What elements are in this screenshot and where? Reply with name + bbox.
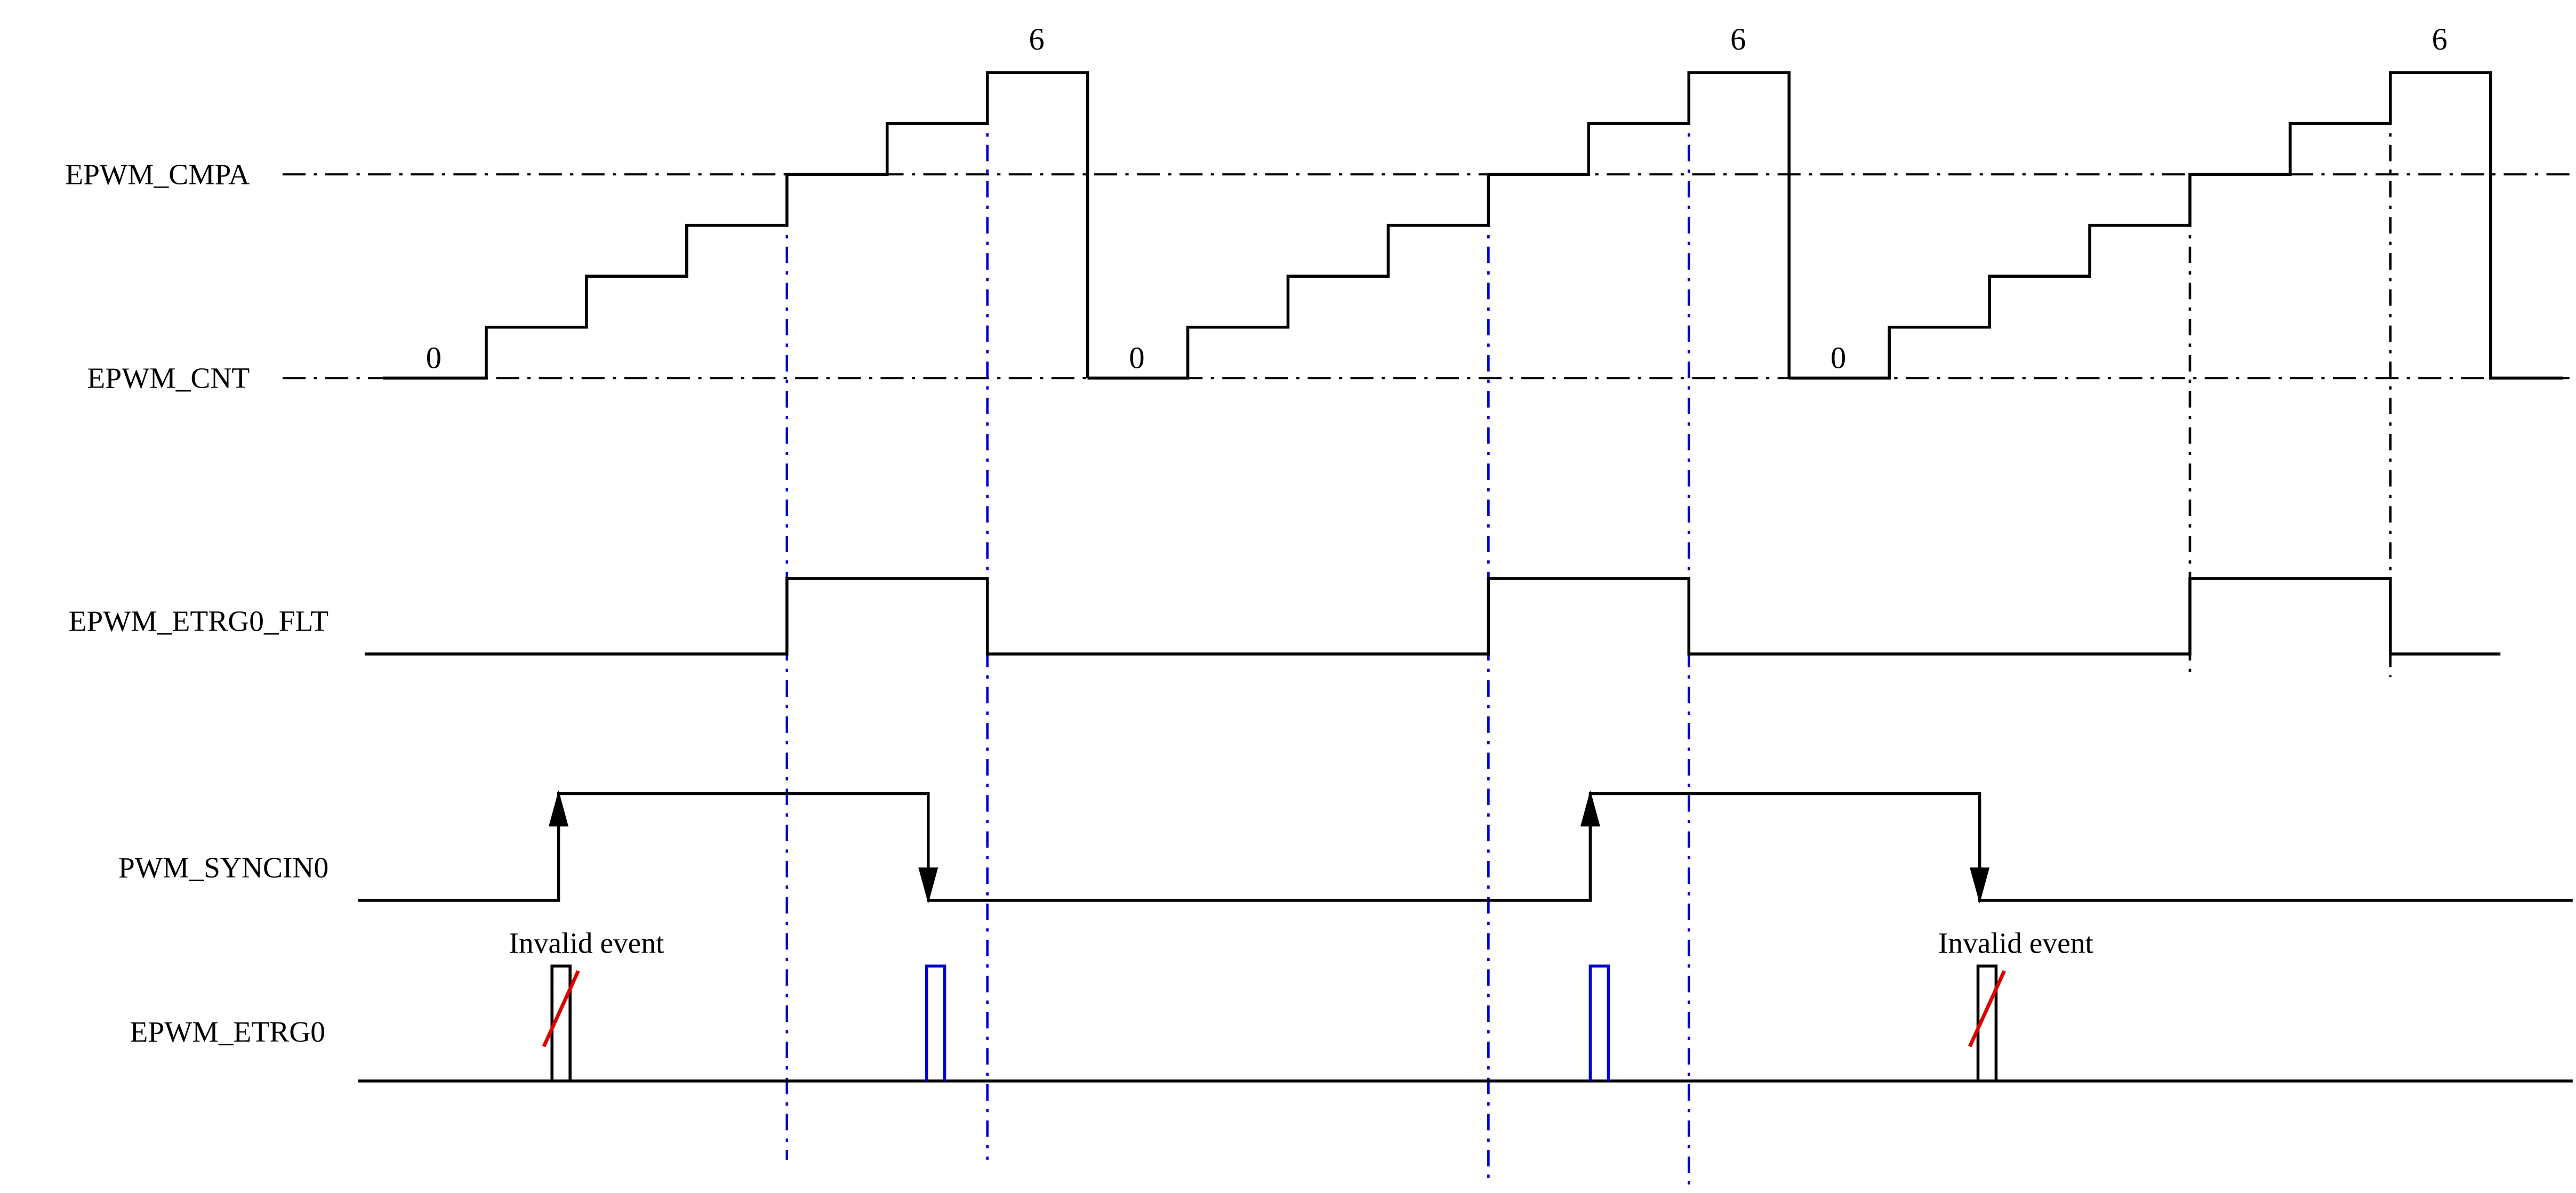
syncin0-edge-arrows — [549, 790, 1990, 904]
syncin0-waveform — [358, 792, 2573, 902]
etrg0-flt-waveform — [364, 577, 2501, 656]
signal-label-pwm-syncin0: PWM_SYNCIN0 — [118, 851, 328, 884]
guide-lines-blue — [785, 72, 1690, 1187]
cnt-zero-label-2: 0 — [1129, 341, 1144, 375]
etrg0-invalid-pulse-2 — [1976, 964, 1998, 1081]
etrg0-valid-pulse-1 — [925, 964, 946, 1081]
sync-falling-edge-arrow-2 — [1970, 867, 1990, 904]
invalid-event-marks — [542, 970, 2006, 1047]
cnt-zero-label-3: 0 — [1831, 341, 1846, 375]
cnt-staircase-period-2 — [1087, 71, 1791, 380]
etrg0-valid-pulse-2 — [1588, 964, 1610, 1081]
cnt-zero-label-1: 0 — [426, 341, 442, 375]
cnt-max-label-3: 6 — [2432, 22, 2447, 57]
etrg0-invalid-pulse-1 — [550, 964, 572, 1081]
invalid-slash-icon-1 — [542, 970, 580, 1047]
signal-label-epwm-cmpa: EPWM_CMPA — [65, 158, 250, 191]
cnt-staircase-period-1 — [382, 71, 1089, 380]
sync-falling-edge-arrow-1 — [918, 867, 938, 904]
signal-label-epwm-cnt: EPWM_CNT — [87, 362, 250, 394]
invalid-event-label-2: Invalid event — [1938, 927, 2094, 960]
cnt-max-label-2: 6 — [1730, 22, 1746, 57]
guide-lines-black — [2188, 72, 2392, 677]
invalid-slash-icon-2 — [1968, 970, 2006, 1047]
etrg0-valid-pulses — [925, 964, 1610, 1081]
etrg0-invalid-pulses — [550, 964, 1998, 1081]
sync-rising-edge-arrow-1 — [549, 790, 569, 827]
signal-label-epwm-etrg0: EPWM_ETRG0 — [130, 1015, 326, 1048]
cnt-waveform — [382, 71, 2563, 380]
cnt-staircase-period-3 — [1789, 71, 2563, 380]
invalid-event-label-1: Invalid event — [509, 927, 664, 960]
cnt-max-label-1: 6 — [1029, 22, 1044, 57]
signal-label-epwm-etrg0-flt: EPWM_ETRG0_FLT — [69, 605, 329, 638]
sync-rising-edge-arrow-2 — [1580, 790, 1600, 827]
